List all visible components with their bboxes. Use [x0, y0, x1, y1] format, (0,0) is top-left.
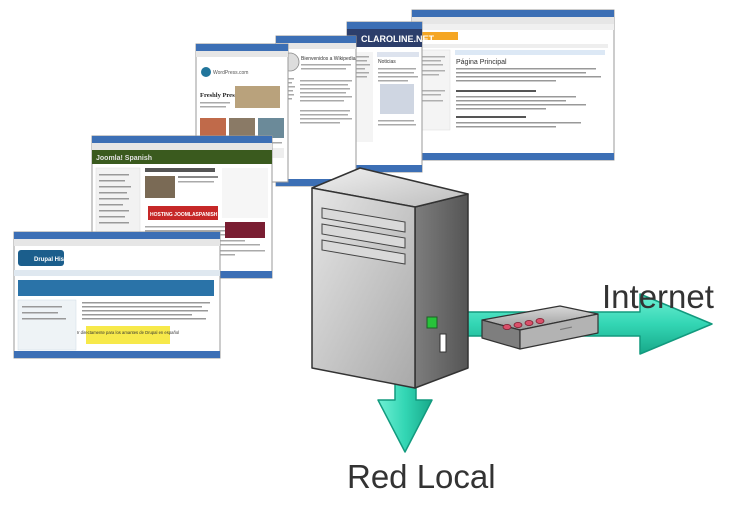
drupal-banner: Ir directamente para los amantes de Drup…: [77, 330, 179, 335]
joomla-logo: Joomla! Spanish: [96, 155, 152, 162]
moodle-logo-icon: [418, 32, 458, 40]
claroline-logo: CLAROLINE.NET: [361, 34, 435, 44]
claroline-heading: Noticias: [378, 59, 396, 65]
moodle-heading: Página Principal: [456, 59, 507, 66]
drupal-logo-icon: [18, 250, 64, 266]
server-power-led: [426, 316, 438, 329]
wordpress-logo: WordPress.com: [213, 70, 248, 76]
screenshot-drupal: Drupal Hispano Ir directamente para los …: [13, 231, 221, 359]
joomla-banner: HOSTING JOOMLASPANISH: [150, 212, 218, 218]
modem-icon: [481, 305, 599, 350]
server-slot: [439, 333, 447, 353]
wordpress-heading: Freshly Pressed: [200, 92, 244, 99]
server-icon: [311, 167, 469, 389]
red-local-label: Red Local: [347, 458, 496, 495]
wikipedia-heading: Bienvenidos a Wikipedia: [301, 56, 356, 62]
internet-label: Internet: [602, 278, 714, 315]
drupal-logo: Drupal Hispano: [34, 257, 79, 263]
screenshot-moodle: Página Principal: [411, 9, 615, 161]
screenshot-claroline: CLAROLINE.NET Noticias: [346, 21, 435, 173]
wordpress-logo-icon: [201, 67, 211, 77]
